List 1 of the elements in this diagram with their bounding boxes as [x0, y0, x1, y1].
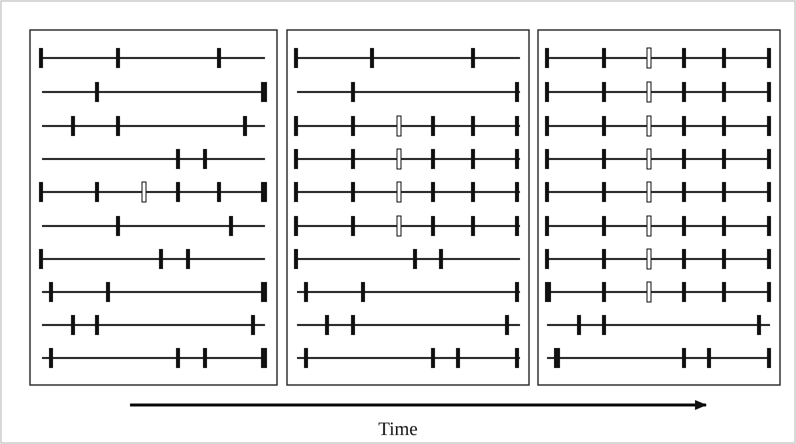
axis-label: Time	[377, 419, 419, 441]
